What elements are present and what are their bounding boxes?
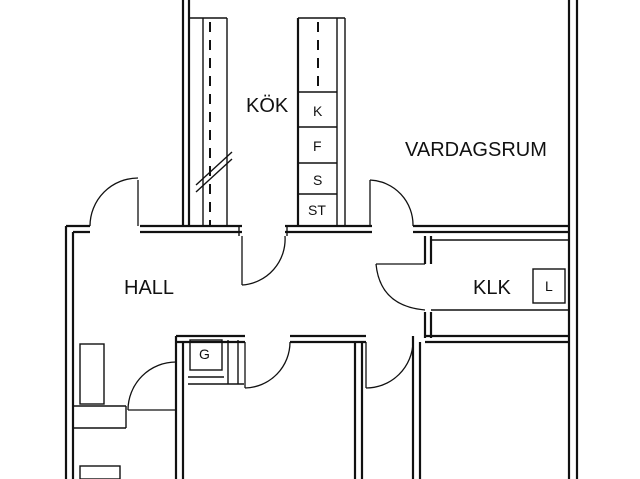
fixture-label-k: K	[313, 103, 323, 119]
closet-fixture-box	[532, 268, 566, 304]
fixture-label-s: S	[313, 172, 322, 188]
room-label-closet: KLK	[473, 277, 511, 299]
kitchen-cabinet-left	[189, 17, 233, 226]
fixture-g-box	[189, 339, 223, 371]
fixture-label-l: L	[545, 278, 553, 294]
doors	[89, 177, 426, 411]
walls	[64, 0, 579, 479]
fixture-label-f: F	[313, 138, 322, 154]
room-label-kitchen: KÖK	[246, 95, 289, 117]
fixture-label-g: G	[199, 346, 210, 362]
fixture-label-st: ST	[308, 202, 326, 218]
room-label-living: VARDAGSRUM	[405, 139, 547, 161]
room-label-hall: HALL	[124, 277, 174, 299]
hall-wardrobes	[73, 343, 127, 479]
kitchen-appliances	[296, 17, 346, 226]
